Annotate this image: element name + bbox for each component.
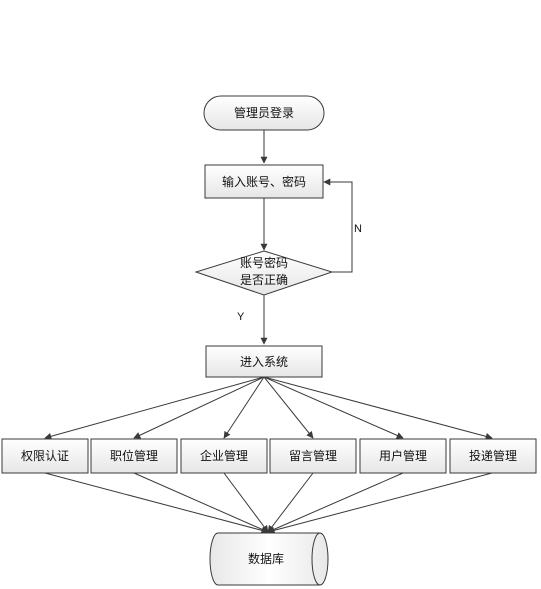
edge-enter-to-module-2 — [133, 376, 265, 439]
edge-module-5-to-db — [267, 472, 404, 533]
input-credentials-node: 输入账号、密码 — [204, 164, 324, 199]
database-node: 数据库 — [209, 532, 329, 586]
database-label: 数据库 — [248, 551, 284, 566]
module-node-3: 企业管理 — [180, 438, 268, 474]
input-credentials-label: 输入账号、密码 — [222, 174, 306, 189]
credentials-check-decision: 账号密码 是否正确 — [194, 250, 334, 296]
edge-enter-to-module-5 — [263, 376, 404, 439]
decision-label-line-1: 账号密码 — [240, 255, 288, 270]
enter-system-label: 进入系统 — [240, 355, 288, 369]
enter-system-node: 进入系统 — [205, 345, 323, 378]
edge-enter-to-module-3 — [223, 376, 265, 439]
module-label-1: 权限认证 — [21, 449, 69, 463]
edge-module-1-to-db — [44, 472, 269, 534]
module-node-4: 留言管理 — [269, 438, 357, 474]
module-label-4: 留言管理 — [289, 448, 337, 463]
module-node-6: 投递管理 — [449, 438, 537, 474]
edge-module-4-to-db — [267, 472, 314, 533]
decision-label-line-2: 是否正确 — [240, 273, 288, 287]
module-node-5: 用户管理 — [359, 438, 447, 474]
edge-enter-to-module-6 — [263, 376, 493, 440]
edge-enter-to-module-1 — [44, 376, 265, 440]
edge-enter-to-module-4 — [263, 376, 314, 439]
start-node: 管理员登录 — [203, 95, 325, 131]
module-node-2: 职位管理 — [90, 438, 178, 474]
module-node-1: 权限认证 — [1, 438, 89, 474]
module-label-3: 企业管理 — [200, 448, 248, 463]
module-label-5: 用户管理 — [379, 448, 427, 463]
edge-module-2-to-db — [133, 472, 269, 533]
start-node-label: 管理员登录 — [234, 105, 294, 120]
module-label-6: 投递管理 — [469, 448, 517, 463]
edge-decision-no-loop — [323, 178, 353, 273]
yes-branch-label: Y — [237, 311, 245, 323]
edge-module-3-to-db — [223, 472, 269, 533]
edge-module-6-to-db — [267, 472, 493, 534]
no-branch-label: N — [354, 223, 362, 235]
module-label-2: 职位管理 — [110, 448, 158, 463]
